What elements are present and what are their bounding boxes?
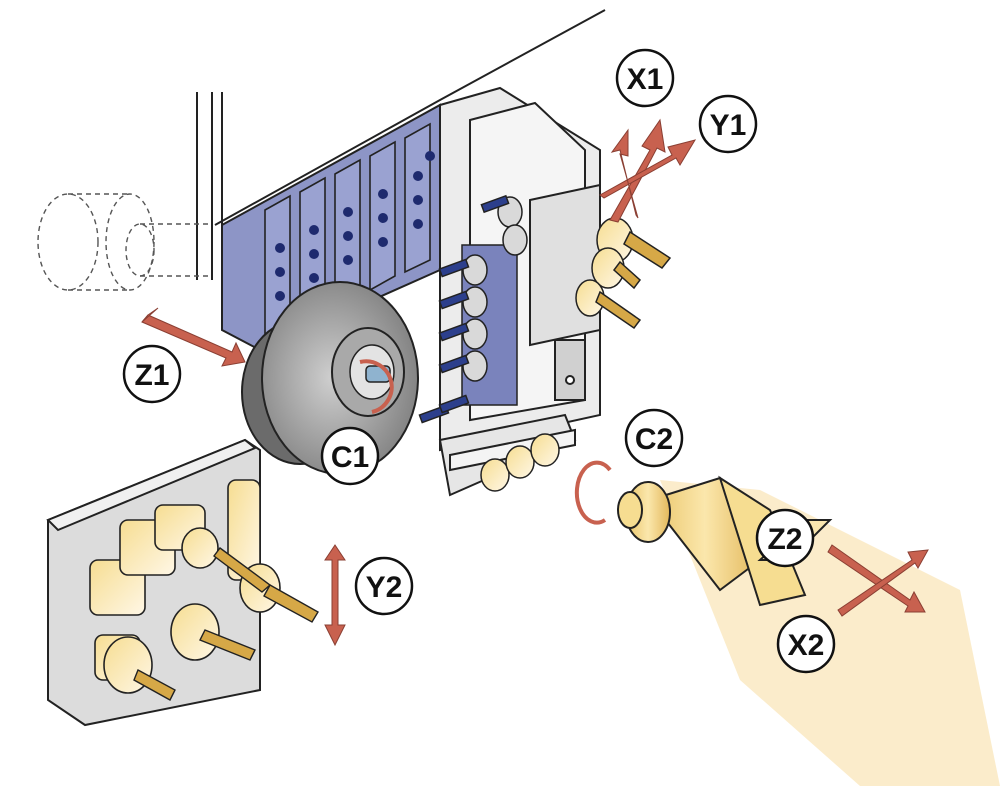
svg-text:X2: X2: [788, 629, 825, 662]
c2-rotation: [574, 460, 612, 525]
svg-text:X1: X1: [627, 63, 664, 96]
blue-tool-holders: [418, 194, 528, 424]
motion-arrows: [141, 118, 929, 647]
main-spindle-outline: [37, 193, 210, 291]
svg-text:Y2: Y2: [366, 571, 403, 604]
x2-arrow: [837, 549, 929, 617]
z1-arrow: [141, 314, 246, 367]
rotation-arrows: [359, 359, 612, 525]
z2-arrow: [827, 544, 926, 613]
upper-gold-tools: [575, 217, 672, 330]
axis-label-y1: Y1: [698, 94, 758, 154]
c1-rotation: [359, 359, 394, 414]
axis-label-x2: X2: [776, 614, 836, 674]
axis-label-c2: C2: [624, 408, 684, 468]
y1-arrow: [599, 139, 697, 199]
axis-label-c1: C1: [320, 426, 380, 486]
axis-label-z1: Z1: [122, 344, 182, 404]
svg-text:Y1: Y1: [710, 109, 747, 142]
svg-text:Z2: Z2: [767, 523, 802, 556]
left-tool-plate: [46, 438, 319, 727]
axis-label-z2: Z2: [755, 508, 815, 568]
lower-tool-bar: [438, 413, 577, 497]
x1-arrow: [609, 118, 666, 223]
axis-label-x1: X1: [615, 48, 675, 108]
axis-label-y2: Y2: [354, 556, 414, 616]
chuck-disk: [241, 281, 419, 475]
svg-text:C1: C1: [331, 441, 369, 474]
svg-text:C2: C2: [635, 423, 673, 456]
machine-frame: [196, 9, 606, 280]
y2-arrow: [324, 544, 346, 647]
svg-text:Z1: Z1: [134, 359, 169, 392]
